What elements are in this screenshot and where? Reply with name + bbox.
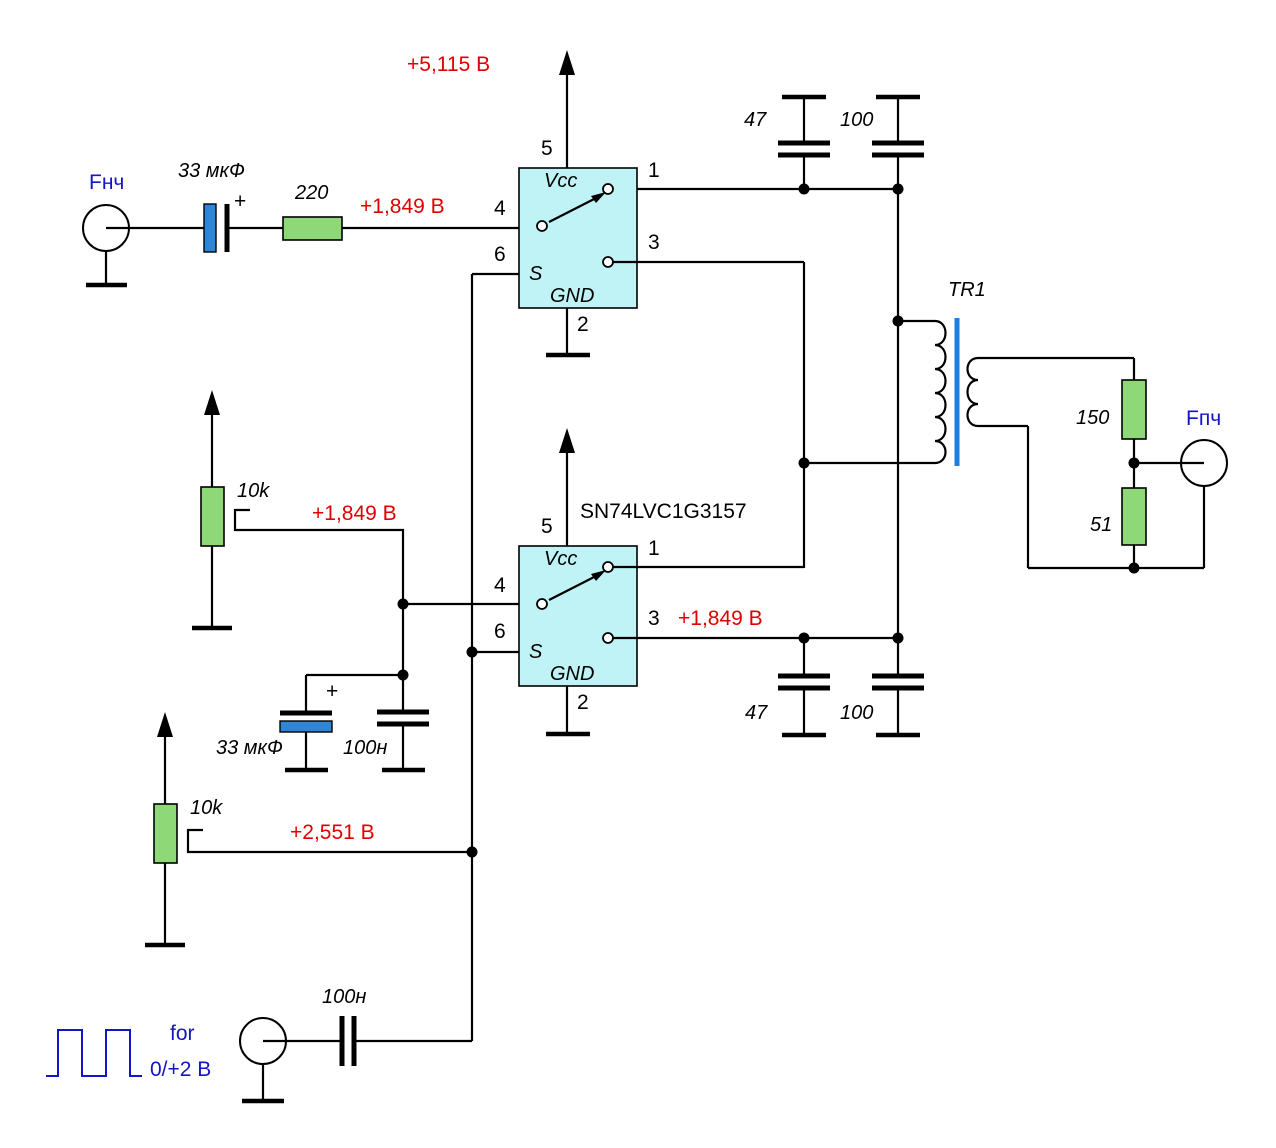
chip-bottom-pin1-number: 1 [648, 537, 660, 560]
c-bias-elec-plate-neg [279, 720, 333, 733]
bottom-output-voltage: +1,849 В [678, 607, 763, 630]
r-150 [1121, 379, 1147, 440]
chip-top-pin1-number: 1 [648, 159, 660, 182]
chip-top-body [518, 167, 638, 309]
tr1-primary-coil [934, 319, 947, 465]
square-note-2: 0/+2 В [150, 1058, 211, 1081]
chip-top-vcc-label: Vcc [544, 170, 577, 192]
vcc-top-voltage: +5,115 В [407, 53, 490, 76]
square-wave-trace [46, 1029, 142, 1077]
pot-top-wiper [233, 508, 405, 604]
chip-bottom-s-label: S [529, 641, 543, 663]
chip-bottom-switch-arm [548, 572, 603, 601]
chip-top-pin6-number: 6 [494, 243, 506, 266]
r-51 [1121, 487, 1147, 546]
chip-bottom-gnd-label: GND [550, 663, 594, 685]
if-output-label: Fпч [1186, 407, 1221, 430]
chip-bottom-pin5-number: 5 [541, 515, 553, 538]
chip-bottom-vcc-label: Vcc [544, 548, 577, 570]
chip-top-pin4-contact [536, 220, 548, 232]
bias-mid-voltage: +1,849 В [312, 502, 397, 525]
lf-input-label: Fнч [89, 171, 124, 194]
c-bias-elec-plus: + [326, 680, 338, 703]
chip-top-switch-arrow [591, 192, 606, 203]
square-input-connector [239, 1017, 287, 1104]
chip-top-gnd-label: GND [550, 285, 594, 307]
chip-bottom-pin3-number: 3 [648, 607, 660, 630]
c47-top-value: 47 [744, 109, 767, 131]
chip-bottom-body [518, 545, 638, 687]
pot-bottom-body [153, 803, 178, 864]
c-input-plate-neg [203, 203, 217, 253]
pot-bottom-supply-arrow [157, 712, 173, 737]
pot-top-body [200, 486, 225, 547]
chip-bottom-pin1-contact [602, 561, 614, 573]
square-wave-icon [46, 1029, 142, 1077]
r-51-value: 51 [1090, 514, 1112, 536]
c-sq-value: 100н [322, 986, 366, 1008]
chip-top-pin1-contact [602, 183, 614, 195]
if-output-connector: Fпч [1180, 407, 1228, 568]
chip-part-number: SN74LVC1G3157 [580, 500, 747, 523]
r-input-value: 220 [294, 182, 328, 204]
c47-bottom-value: 47 [745, 702, 768, 724]
chip-top-s-label: S [529, 263, 543, 285]
chip-bottom-pin2-number: 2 [577, 691, 589, 714]
chip-top-switch-arm [548, 194, 603, 223]
lf-input-connector: Fнч [82, 171, 130, 288]
c100-bottom-value: 100 [840, 702, 873, 724]
chip-bottom-pin4-number: 4 [494, 574, 506, 597]
pot-bottom-wiper [186, 828, 472, 854]
c-input-plus: + [234, 190, 246, 213]
pot-bottom-value: 10k [190, 797, 223, 819]
chip-top-pin3-number: 3 [648, 231, 660, 254]
node-s-bottom [466, 646, 478, 658]
top-input-voltage: +1,849 В [360, 195, 445, 218]
r-input [282, 216, 343, 241]
pot-top-supply-arrow [204, 390, 220, 415]
c-bias-100n-value: 100н [343, 737, 387, 759]
chip-top: Vcc S GND 5 1 4 3 6 2 [494, 137, 660, 336]
c100-top-value: 100 [840, 109, 873, 131]
chip-top-pin3-contact [602, 256, 614, 268]
chip-bottom-pin6-number: 6 [494, 620, 506, 643]
pot-top-value: 10k [237, 480, 270, 502]
tr1-label: TR1 [948, 279, 986, 301]
c-bias-elec-value: 33 мкФ [216, 737, 283, 759]
chip-bottom: Vcc S GND 5 1 4 3 6 2 [494, 515, 660, 714]
vcc-top-arrow [559, 50, 575, 75]
tr1-secondary-coil [966, 356, 979, 428]
sel-bias-voltage: +2,551 В [290, 821, 375, 844]
square-note-1: for [170, 1022, 195, 1045]
chip-top-pin2-number: 2 [577, 313, 589, 336]
chip-bottom-switch-arrow [591, 570, 606, 581]
c-input-value: 33 мкФ [178, 160, 245, 182]
vcc-bottom-arrow [559, 428, 575, 453]
chip-bottom-pin4-contact [536, 598, 548, 610]
chip-top-pin5-number: 5 [541, 137, 553, 160]
node-r51-bottom [1128, 562, 1140, 574]
transformer-tr1: TR1 [934, 279, 986, 466]
r-150-value: 150 [1076, 407, 1109, 429]
chip-top-pin4-number: 4 [494, 197, 506, 220]
chip-bottom-pin3-contact [602, 632, 614, 644]
